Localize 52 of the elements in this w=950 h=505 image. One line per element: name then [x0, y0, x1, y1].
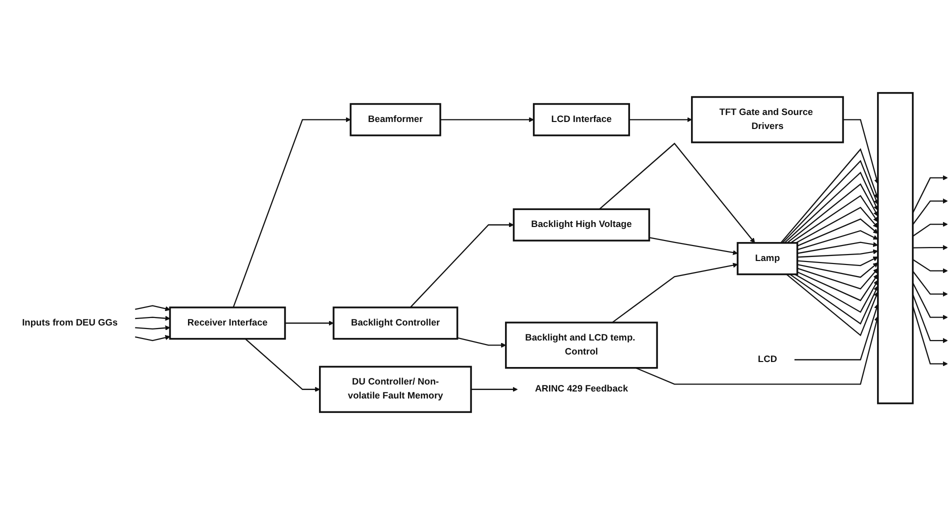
node-text: LCD [758, 354, 778, 364]
arrow [790, 195, 878, 244]
arrow [794, 274, 878, 313]
arrow [784, 172, 878, 244]
arrow [410, 222, 514, 308]
arrow [786, 274, 879, 336]
arrow [135, 305, 170, 312]
arrow [912, 222, 948, 237]
arrow [135, 335, 170, 342]
arrow [599, 142, 756, 244]
arrow [440, 117, 534, 122]
arrow [244, 338, 320, 392]
arrow [135, 325, 170, 330]
arrow [794, 304, 879, 360]
arrow [786, 183, 878, 244]
arrow [797, 242, 878, 254]
arrow [912, 270, 948, 297]
arrow [285, 320, 334, 326]
arrow [912, 245, 948, 250]
node-box: LCD Interface [532, 103, 630, 136]
arrow [797, 256, 878, 266]
arrow [912, 258, 948, 274]
node-box: TFT Gate and Source Drivers [691, 96, 844, 144]
node-box: DU Controller/ Non-volatile Fault Memory [319, 366, 472, 413]
arrow [912, 198, 948, 225]
node-box: Lamp [736, 242, 798, 276]
arrow [790, 274, 878, 325]
node-box: Backlight Controller [332, 306, 458, 340]
arrow [457, 337, 506, 348]
arrow [797, 262, 878, 278]
arrow [797, 249, 878, 258]
arrow [471, 386, 518, 392]
arrow [232, 117, 351, 308]
arrow [912, 282, 948, 320]
arrow [796, 206, 878, 244]
node-text: Inputs from DEU GGs [22, 318, 118, 328]
node-box: Beamformer [350, 103, 442, 136]
arrow [797, 218, 878, 246]
arrow [649, 237, 738, 256]
arrow [612, 262, 738, 324]
arrow [135, 316, 170, 321]
node-box: Backlight High Voltage [512, 208, 650, 242]
node-box: Backlight and LCD temp. Control [505, 322, 658, 369]
arrow [797, 230, 878, 250]
arrow [912, 294, 948, 344]
arrow [797, 272, 878, 302]
node-bar [877, 92, 914, 404]
arrow [797, 268, 878, 290]
node-box: Receiver Interface [169, 306, 286, 340]
arrow [629, 117, 692, 122]
arrow [912, 175, 948, 214]
node-text: ARINC 429 Feedback [534, 384, 628, 394]
